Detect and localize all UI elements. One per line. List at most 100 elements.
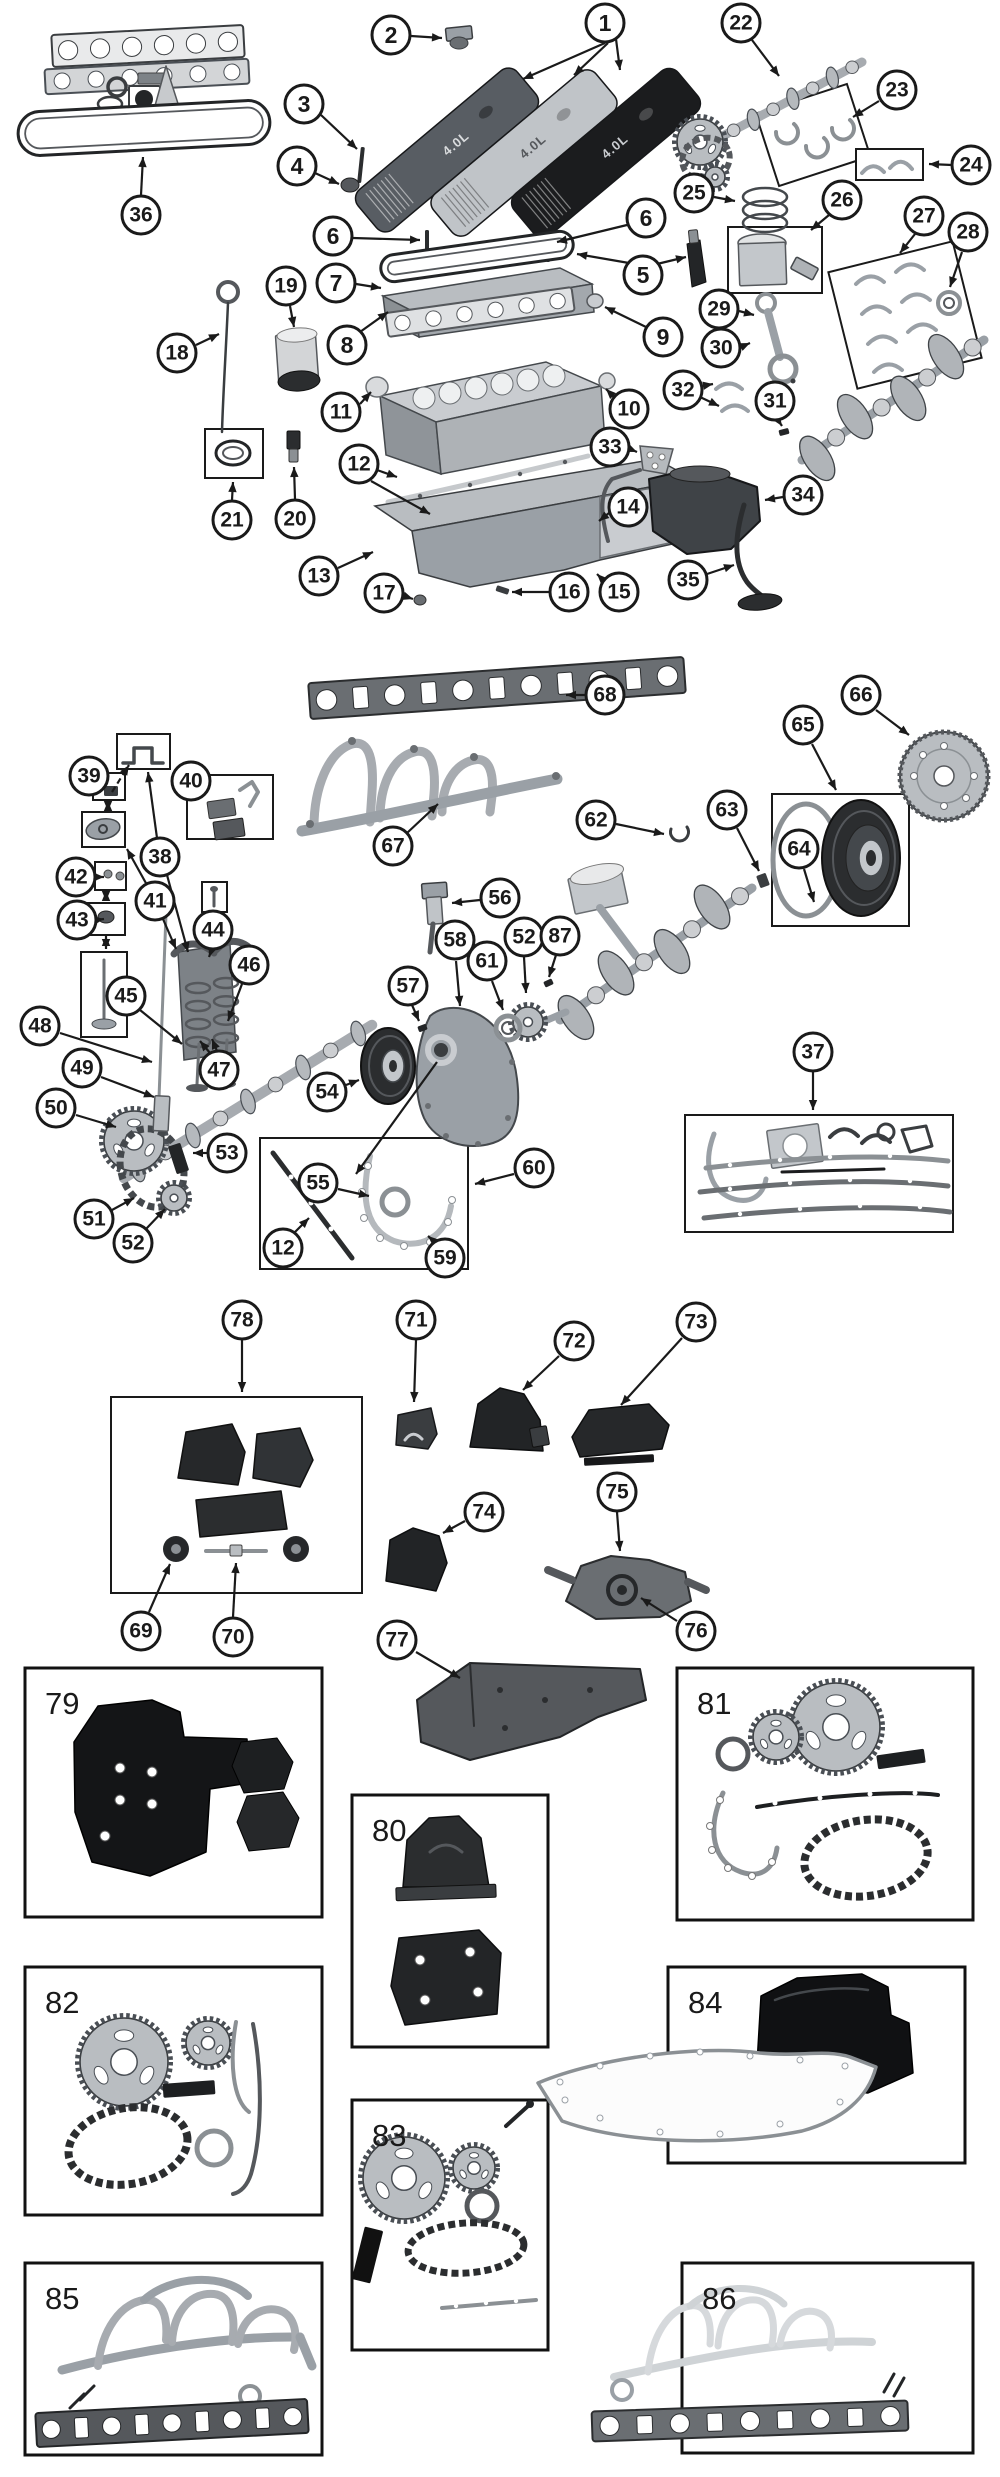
callout-66: 66 xyxy=(840,674,882,716)
callout-arrow xyxy=(290,466,299,500)
mount-79-a xyxy=(231,1737,294,1794)
tcg-bolt-holes xyxy=(358,1162,456,1250)
callout-number: 61 xyxy=(475,950,499,973)
callout-68: 68 xyxy=(584,674,626,716)
callout-46: 46 xyxy=(228,944,270,986)
callout-76: 76 xyxy=(675,1610,717,1652)
panel-label-83: 83 xyxy=(372,2118,406,2153)
rod-beam xyxy=(764,308,784,361)
thrust-washer-box xyxy=(855,148,924,181)
callout-70: 70 xyxy=(212,1616,254,1658)
callout-number: 44 xyxy=(201,919,225,942)
panel-label-86: 86 xyxy=(702,2281,736,2316)
mount-bracket-75 xyxy=(565,1555,692,1620)
crank-sprocket-chain xyxy=(156,1180,192,1216)
callout-number: 3 xyxy=(298,91,311,117)
bolt-83 xyxy=(504,2104,530,2128)
flexplate-hub xyxy=(933,765,955,787)
cam-position-sensor-shaft xyxy=(427,921,436,955)
callout-65: 65 xyxy=(782,704,824,746)
callout-arrow xyxy=(288,305,297,328)
ls-bracket-gasket xyxy=(900,1124,934,1154)
header-86-gasket xyxy=(590,2399,910,2443)
callout-number: 37 xyxy=(801,1041,824,1064)
callout-61: 61 xyxy=(466,940,508,982)
pan-gasket-holes xyxy=(556,2048,849,2138)
callout-20: 20 xyxy=(274,498,316,540)
callout-number: 24 xyxy=(959,154,983,177)
valve-keepers xyxy=(103,869,125,881)
dipstick-rod xyxy=(220,301,230,434)
gasket-82-b xyxy=(231,2022,262,2196)
mount-80-base xyxy=(395,1883,497,1902)
chain-83 xyxy=(404,2219,528,2277)
callout-55: 55 xyxy=(297,1162,339,1204)
front-seal xyxy=(493,1013,523,1043)
callout-arrow xyxy=(615,1511,624,1552)
pickup-screen xyxy=(737,593,783,611)
callout-number: 62 xyxy=(584,809,607,832)
callout-arrow xyxy=(454,960,464,1007)
ls-oring xyxy=(876,1122,896,1142)
callout-number: 34 xyxy=(791,484,815,507)
ls-rail-a xyxy=(703,1154,951,1171)
callout-56: 56 xyxy=(479,877,521,919)
rail-81-dots xyxy=(772,1790,918,1806)
rocker-arm-part xyxy=(85,817,121,841)
callout-number: 35 xyxy=(676,569,700,592)
callout-arrow xyxy=(522,1355,560,1391)
callout-number: 57 xyxy=(396,975,419,998)
callout-arrow xyxy=(345,1078,360,1088)
callout-5: 5 xyxy=(622,254,664,296)
cover-bolts xyxy=(425,1059,515,1147)
callout-arrow xyxy=(359,391,372,405)
pan-gasket-84 xyxy=(536,2048,878,2143)
callout-13: 13 xyxy=(298,555,340,597)
callout-number: 19 xyxy=(274,275,297,298)
rocker-bridge xyxy=(121,746,165,765)
callout-10: 10 xyxy=(608,388,650,430)
callout-45: 45 xyxy=(105,975,147,1017)
dipstick-handle xyxy=(216,280,240,304)
pulley-center xyxy=(389,1060,397,1072)
callout-arrow xyxy=(576,251,630,265)
callout-arrow xyxy=(738,308,755,317)
panel-label-79: 79 xyxy=(45,1686,79,1721)
callout-number: 59 xyxy=(433,1247,456,1270)
chain-tensioner xyxy=(168,1143,189,1174)
callout-number: 65 xyxy=(791,714,815,737)
exhaust-manifold-collector xyxy=(296,773,563,837)
callout-arrow xyxy=(451,897,481,907)
timing-cover-gasket xyxy=(362,1153,454,1247)
rocker-pivot-pair-a xyxy=(206,797,237,820)
seal-82 xyxy=(194,2128,234,2168)
callout-number: 36 xyxy=(129,204,152,227)
rod-big-end xyxy=(767,353,799,385)
cover-seal-hole xyxy=(434,1043,448,1057)
callout-arrow xyxy=(100,1075,155,1099)
mount-insulator-76 xyxy=(606,1574,638,1606)
rail-81 xyxy=(755,1791,940,1809)
callout-number: 33 xyxy=(598,436,621,459)
callout-arrow xyxy=(410,33,443,42)
callout-number: 16 xyxy=(557,581,580,604)
oil-filter-base xyxy=(277,370,321,392)
callout-18: 18 xyxy=(156,332,198,374)
seal-81 xyxy=(715,1736,751,1772)
callout-arrow xyxy=(138,156,147,196)
callout-arrow xyxy=(736,827,760,872)
manifold-gasket xyxy=(307,656,687,720)
callout-number: 69 xyxy=(129,1620,152,1643)
callout-29: 29 xyxy=(698,288,740,330)
callout-53: 53 xyxy=(206,1132,248,1174)
port-seal-disc xyxy=(135,90,153,108)
cover-seal-boss xyxy=(425,1034,457,1066)
transmission-mount xyxy=(195,1490,288,1538)
callout-arrow xyxy=(875,709,910,736)
callout-arrow xyxy=(713,195,736,204)
rtv-sealant-cap xyxy=(687,229,700,244)
callout-number: 67 xyxy=(381,835,404,858)
callout-75: 75 xyxy=(596,1471,638,1513)
callout-arrow xyxy=(359,311,389,333)
callout-number: 28 xyxy=(956,221,980,244)
